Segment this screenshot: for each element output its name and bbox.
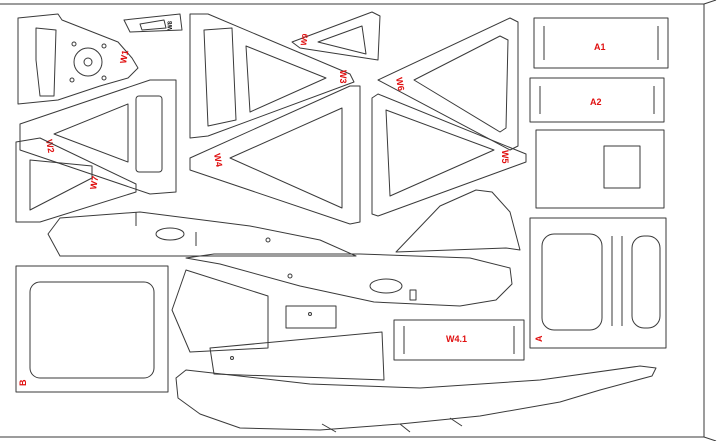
label-w5: W5 [500, 150, 510, 164]
part-w7: W7 [15, 137, 137, 223]
part-w5: W5 [371, 93, 527, 217]
part-small-plate [285, 305, 337, 329]
part-b: B [15, 265, 169, 393]
part-w6: W6 [377, 17, 519, 151]
label-b: B [18, 379, 28, 386]
part-a: A [529, 217, 667, 349]
part-keel [175, 365, 657, 433]
label-a: A [534, 335, 544, 342]
part-servo-tray [535, 129, 665, 209]
part-a1: A1 [533, 17, 669, 69]
part-rib-long [47, 211, 357, 257]
part-w3-frame: W3 [189, 13, 355, 139]
label-w8: W8 [168, 20, 174, 30]
label-w2: W2 [44, 139, 56, 154]
part-tail-fin [171, 269, 269, 353]
label-w3: W3 [338, 70, 348, 84]
label-w7: W7 [88, 175, 100, 190]
part-a2: A2 [529, 77, 665, 123]
part-w4: W4 [189, 85, 361, 225]
label-w6: W6 [394, 77, 406, 92]
sheet-border-corner [703, 0, 717, 442]
label-w1: W1 [118, 49, 130, 64]
label-w4-1: W4.1 [446, 334, 467, 344]
label-a2: A2 [590, 97, 602, 107]
part-w1: W1 [17, 13, 139, 105]
part-fuselage-side [185, 253, 513, 307]
sheet-border [0, 3, 705, 438]
part-w9: W9 [291, 11, 381, 61]
part-w4-1: W4.1 [393, 319, 525, 361]
part-w2: W2 [19, 79, 177, 195]
part-w8: W8 [123, 13, 183, 33]
part-canopy [395, 189, 521, 253]
label-w9: W9 [299, 32, 310, 46]
label-a1: A1 [594, 42, 606, 52]
part-stringer [209, 331, 385, 381]
label-w4: W4 [212, 153, 224, 168]
